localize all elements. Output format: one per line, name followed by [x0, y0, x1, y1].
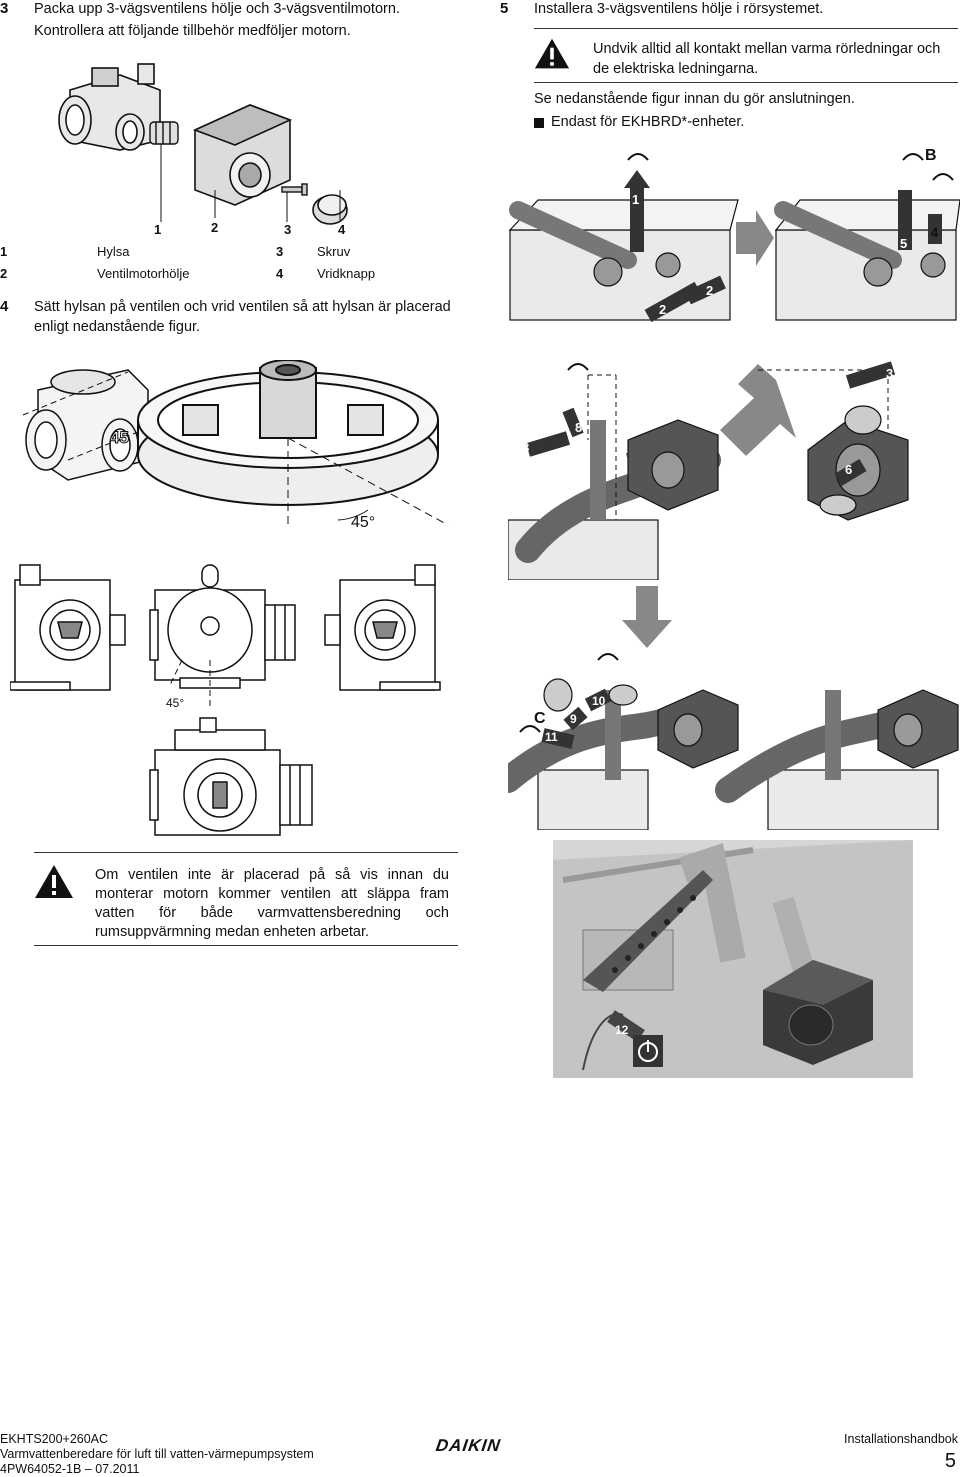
- daikin-logo: DAIKIN: [434, 1436, 502, 1455]
- step-4-line2: enligt nedanstående figur.: [34, 319, 201, 335]
- footer-doc-title: Installationshandbok: [844, 1432, 958, 1446]
- label-B: B: [925, 147, 937, 164]
- valve-orthographic-views: [10, 564, 441, 836]
- label-7: 7: [571, 396, 579, 411]
- legend-label-1: Hylsa: [97, 244, 130, 259]
- label-3: 3: [886, 366, 894, 381]
- label-C: C: [534, 710, 546, 727]
- right-warning-bottom-rule: [534, 82, 958, 83]
- step-5-text: Installera 3-vägsventilens hölje i rörsy…: [534, 1, 824, 17]
- footer-model: EKHTS200+260AC: [0, 1432, 109, 1446]
- footer-code: 4PW64052-1B – 07.2011: [0, 1462, 140, 1476]
- warning-icon: [35, 865, 73, 898]
- right-warning-line2: de elektriska ledningarna.: [593, 61, 759, 77]
- step-4-line1: Sätt hylsan på ventilen och vrid ventile…: [34, 299, 451, 315]
- step-4-number: 4: [0, 298, 9, 315]
- legend: 1 Hylsa 3 Skruv 2 Ventilmotorhölje 4 Vri…: [0, 244, 400, 284]
- label-9: 9: [570, 712, 577, 726]
- installation-figure-top: [508, 153, 960, 322]
- right-warning-line1: Undvik alltid all kontakt mellan varma r…: [593, 41, 941, 57]
- label-6: 6: [845, 462, 853, 477]
- installation-figure-middle: [508, 361, 909, 580]
- page-number: 5: [944, 1450, 956, 1472]
- callout-3: 3: [284, 222, 292, 237]
- label-1: 1: [632, 192, 640, 207]
- legend-num-3: 3: [276, 244, 284, 259]
- accessories-figure: [58, 63, 348, 225]
- bullet-ekhbrd: Endast för EKHBRD*-enheter.: [551, 114, 745, 130]
- angle-label-view: 45°: [166, 696, 185, 710]
- step-3-line1: Packa upp 3-vägsventilens hölje och 3-vä…: [34, 1, 400, 17]
- down-arrow: [622, 586, 672, 648]
- label-8a: 8: [575, 420, 583, 435]
- legend-num-1: 1: [0, 244, 8, 259]
- label-2: 2: [659, 302, 667, 317]
- legend-num-4: 4: [276, 266, 284, 281]
- step-5-number: 5: [500, 0, 509, 17]
- label-11: 11: [545, 730, 558, 744]
- legend-num-2: 2: [0, 266, 8, 281]
- callout-4: 4: [338, 222, 346, 237]
- legend-label-3: Skruv: [317, 244, 351, 259]
- callout-1: 1: [154, 222, 162, 237]
- bullet-square: [534, 118, 544, 128]
- warning-top-rule: [34, 852, 458, 853]
- installation-figure-lower: [508, 653, 959, 830]
- warning-bottom-rule: [34, 945, 458, 946]
- callout-2: 2: [211, 220, 219, 235]
- label-5: 5: [900, 236, 908, 251]
- label-8b: 8: [522, 440, 530, 455]
- label-4: 4: [931, 225, 939, 240]
- angle-label-cap: 45°: [351, 514, 376, 531]
- right-warning-top-rule: [534, 28, 958, 29]
- sleeve-orientation-figure: [22, 360, 449, 526]
- warning-icon-right: [534, 38, 570, 69]
- connection-note: Se nedanstående figur innan du gör anslu…: [534, 91, 855, 107]
- label-2b: 2: [706, 283, 714, 298]
- step-3-line2: Kontrollera att följande tillbehör medfö…: [34, 23, 351, 39]
- legend-label-2: Ventilmotorhölje: [97, 266, 190, 281]
- warning-text: Om ventilen inte är placerad på så vis i…: [95, 867, 449, 940]
- legend-label-4: Vridknapp: [317, 266, 376, 281]
- footer-description: Varmvattenberedare för luft till vatten-…: [0, 1447, 314, 1461]
- label-10: 10: [592, 694, 606, 708]
- step-3-number: 3: [0, 0, 9, 17]
- installed-unit-figure: [553, 840, 913, 1078]
- angle-label-small: 45: [110, 428, 130, 448]
- label-12: 12: [615, 1023, 629, 1037]
